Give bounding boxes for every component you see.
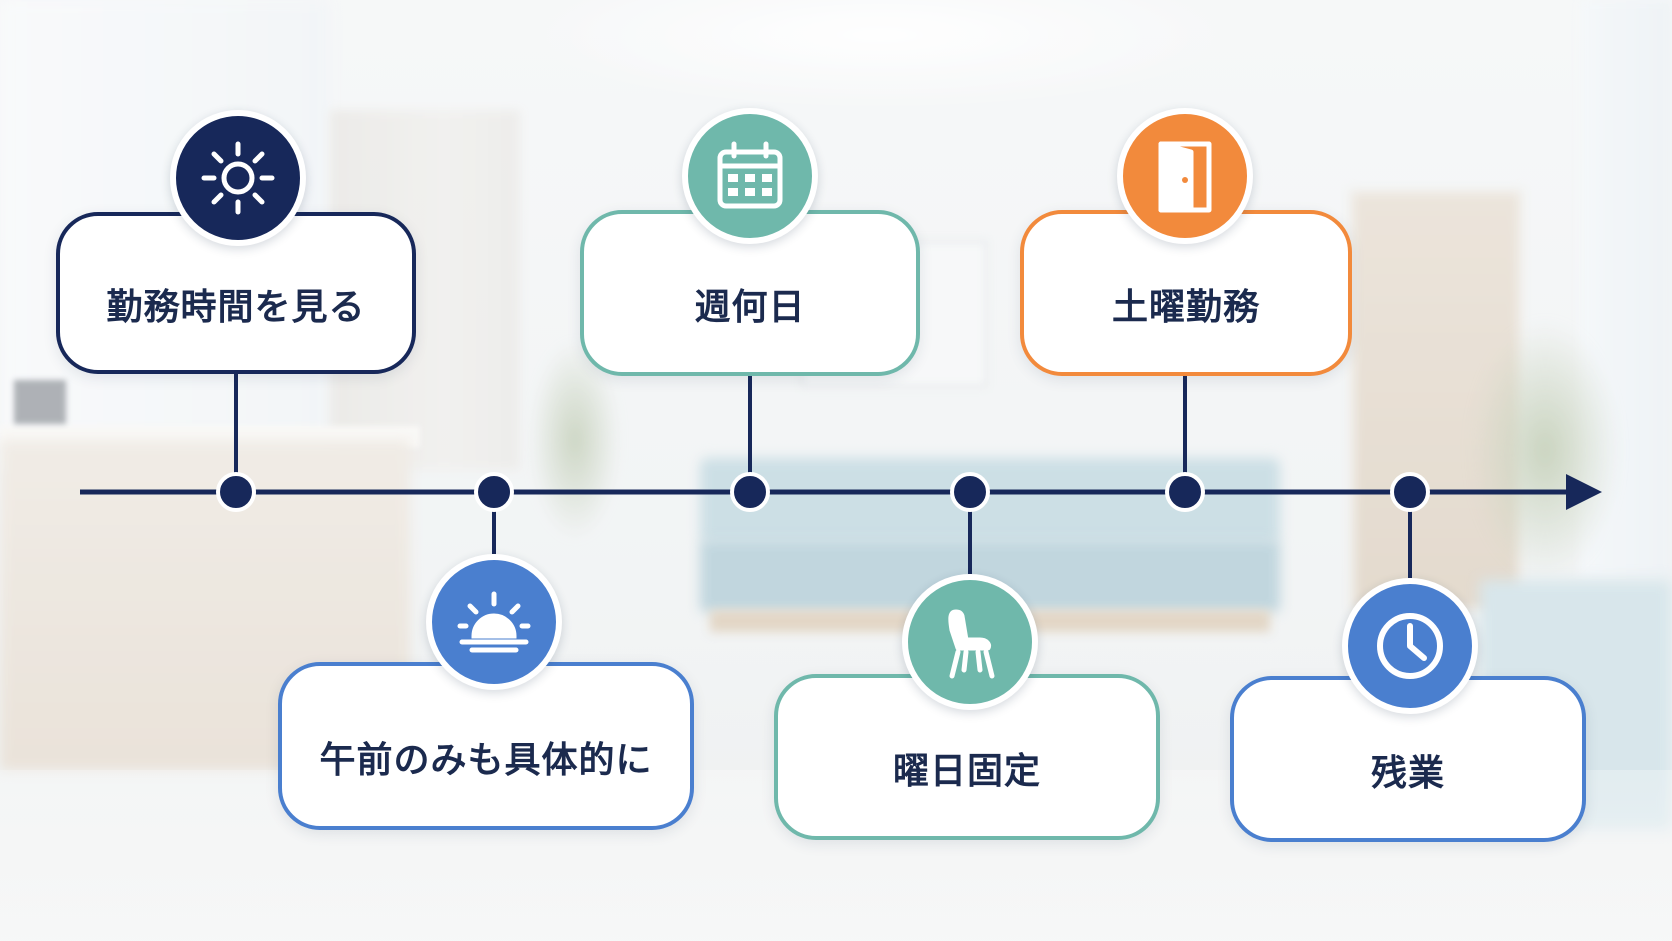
card-label: 勤務時間を見る <box>106 287 366 328</box>
card-label: 土曜勤務 <box>1111 287 1260 328</box>
timeline-dot <box>950 472 990 512</box>
bg-plant <box>1470 320 1620 580</box>
timeline-dot <box>216 472 256 512</box>
door-icon <box>1117 108 1253 244</box>
sun-icon <box>170 110 306 246</box>
timeline-card: 午前のみも具体的に <box>278 662 694 830</box>
clock-icon <box>1342 578 1478 714</box>
sunrise-icon <box>426 554 562 690</box>
timeline-arrow <box>1566 474 1602 510</box>
calendar-icon <box>682 108 818 244</box>
bg-monitor <box>14 380 66 424</box>
bg-ceiling-light <box>520 0 1240 110</box>
card-label: 週何日 <box>694 287 806 328</box>
timeline-card: 土曜勤務 <box>1020 210 1352 376</box>
timeline-dot <box>474 472 514 512</box>
chair-icon <box>902 574 1038 710</box>
card-label: 曜日固定 <box>892 751 1041 792</box>
timeline-dot <box>1165 472 1205 512</box>
timeline-dot <box>1390 472 1430 512</box>
timeline-dot <box>730 472 770 512</box>
card-label: 残業 <box>1370 753 1445 794</box>
timeline-card: 週何日 <box>580 210 920 376</box>
card-label: 午前のみも具体的に <box>319 740 653 781</box>
bg-plant <box>530 340 620 540</box>
